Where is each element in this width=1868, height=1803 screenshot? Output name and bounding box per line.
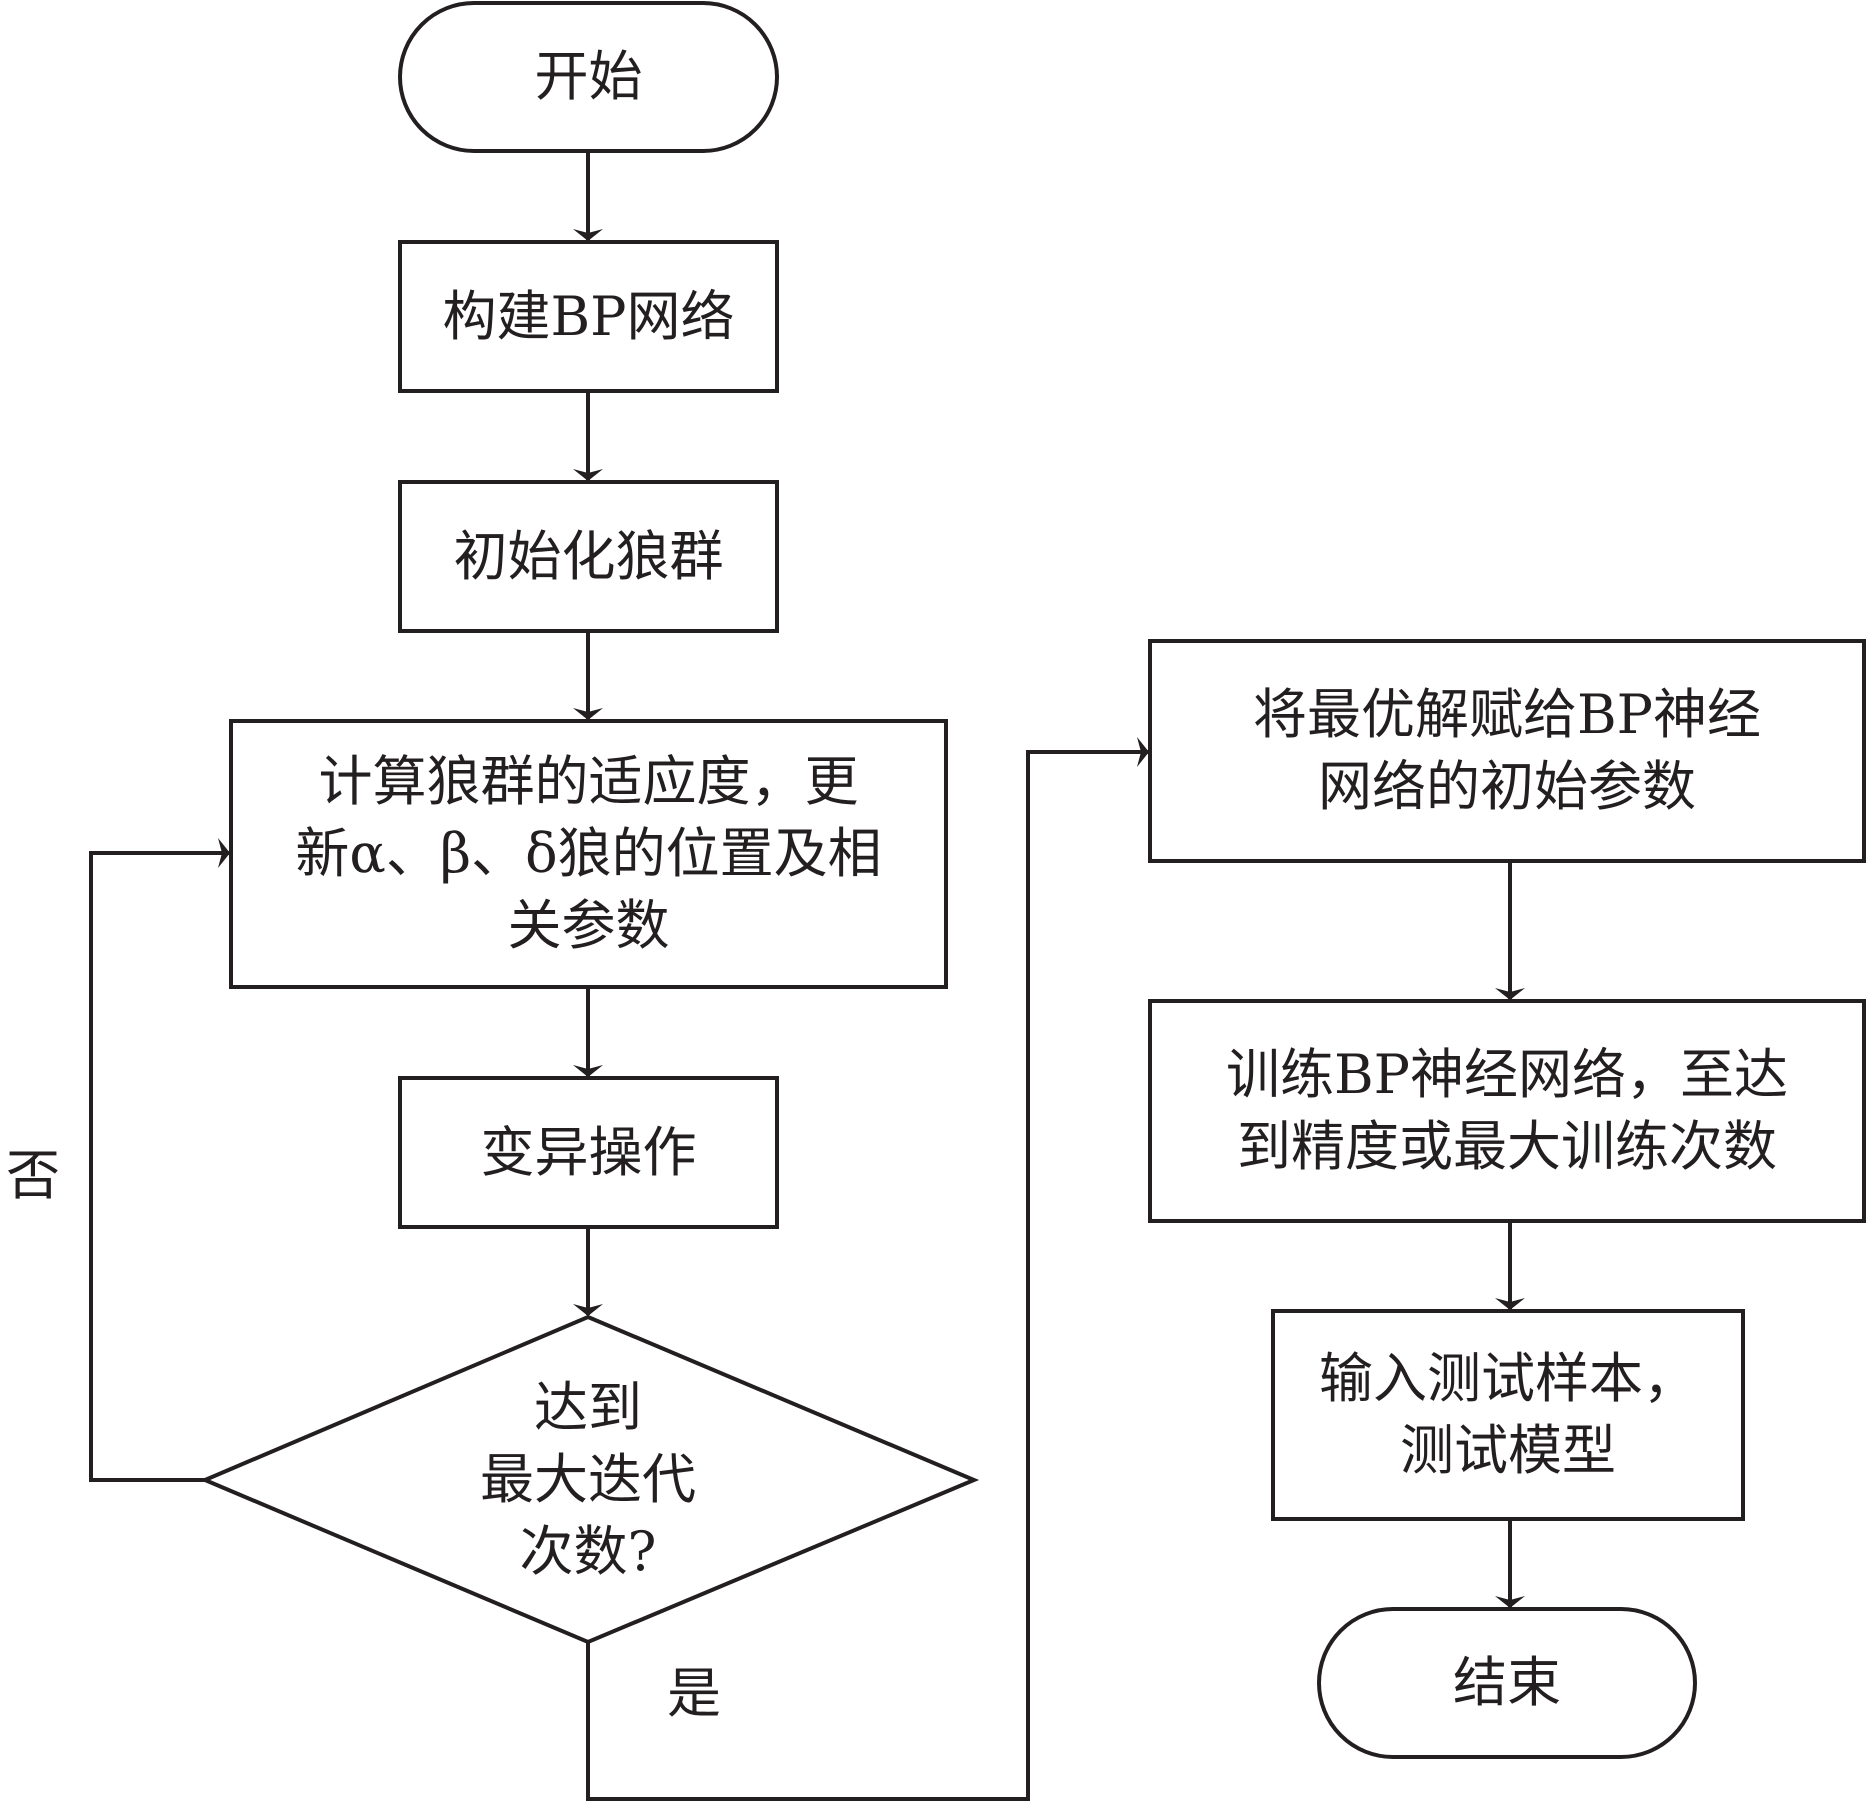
test-label-line-2: 测试模型 (1400, 1419, 1616, 1482)
assign-label-line-1: 将最优解赋给BP神经 (1252, 683, 1762, 746)
train-label-line-2: 到精度或最大训练次数 (1237, 1115, 1777, 1178)
fitness-label-line-1: 计算狼群的适应度，更 (318, 750, 859, 813)
train-label-line-1: 训练BP神经网络，至达 (1225, 1043, 1789, 1106)
assign-step: 将最优解赋给BP神经 网络的初始参数 (1150, 641, 1864, 861)
decision-node: 达到 最大迭代 次数? (388, 1340, 788, 1620)
start-terminal: 开始 (400, 3, 777, 151)
fitness-label-line-3: 关参数 (507, 894, 670, 957)
yes-branch-label: 是 (667, 1662, 721, 1725)
build-bp-step: 构建BP网络 (400, 242, 777, 391)
test-label-line-1: 输入测试样本， (1319, 1347, 1697, 1410)
build-bp-label: 构建BP网络 (442, 284, 735, 348)
decision-label-line-3: 次数? (519, 1520, 657, 1583)
init-wolves-label: 初始化狼群 (453, 524, 724, 588)
train-step: 训练BP神经网络，至达 到精度或最大训练次数 (1150, 1001, 1864, 1221)
mutation-step: 变异操作 (400, 1078, 777, 1227)
end-terminal: 结束 (1319, 1609, 1695, 1757)
test-step: 输入测试样本， 测试模型 (1273, 1311, 1743, 1519)
assign-box-shape (1148, 639, 1866, 863)
assign-label-line-2: 网络的初始参数 (1318, 755, 1696, 818)
no-branch-label: 否 (6, 1144, 60, 1207)
arrow-yes-path (586, 737, 1149, 1801)
end-label: 结束 (1453, 1651, 1561, 1714)
decision-label-line-1: 达到 (534, 1376, 642, 1439)
mutation-label: 变异操作 (480, 1120, 697, 1184)
start-label: 开始 (534, 45, 643, 108)
fitness-step: 计算狼群的适应度，更 新α、β、δ狼的位置及相 关参数 (231, 721, 946, 987)
train-box-shape (1148, 999, 1866, 1223)
decision-label-line-2: 最大迭代 (480, 1448, 696, 1511)
init-wolves-step: 初始化狼群 (400, 482, 777, 631)
arrow-no-loop (89, 838, 230, 1482)
end-terminal-shape (1317, 1607, 1697, 1759)
fitness-label-line-2: 新α、β、δ狼的位置及相 (295, 822, 882, 885)
